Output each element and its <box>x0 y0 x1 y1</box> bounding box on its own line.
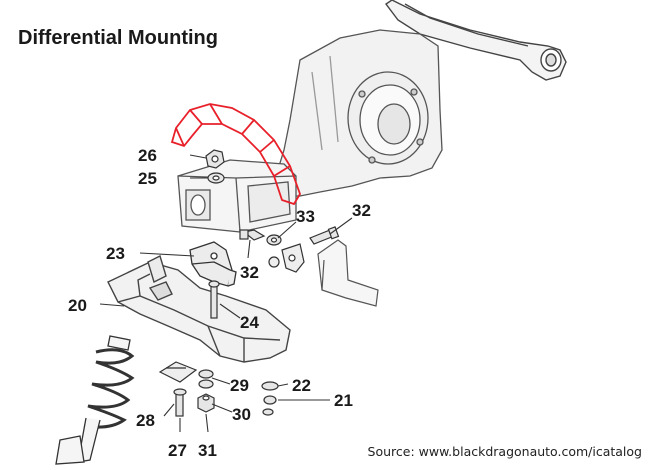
bracket-23 <box>189 241 237 287</box>
nut-30 <box>197 393 215 413</box>
washer-33 <box>266 234 282 246</box>
washer-25 <box>207 172 225 184</box>
side-plate <box>317 239 379 307</box>
upper-arm <box>384 0 567 81</box>
bolt-32-lower <box>239 229 266 241</box>
callout-31: 31 <box>198 441 217 460</box>
bolt-24 <box>208 280 220 319</box>
callout-27: 27 <box>168 441 187 460</box>
leader-lines <box>99 154 353 433</box>
diagram-title: Differential Mounting <box>18 27 218 49</box>
crossmember-20 <box>107 255 291 363</box>
washers-21-22 <box>261 381 279 416</box>
source-credit: Source: www.blackdragonauto.com/icatalog <box>365 444 644 459</box>
bolt-28 <box>173 388 187 417</box>
callout-30: 30 <box>232 405 251 424</box>
nut-26 <box>205 149 225 169</box>
callout-23: 23 <box>106 244 125 263</box>
callout-32-upper: 32 <box>352 201 371 220</box>
callout-26: 26 <box>138 146 157 165</box>
callout-32-lower: 32 <box>240 263 259 282</box>
callout-33: 33 <box>296 207 315 226</box>
callout-labels: 26 25 33 32 23 32 20 24 29 22 21 28 30 2… <box>68 146 371 460</box>
callout-20: 20 <box>68 296 87 315</box>
callout-25: 25 <box>138 169 157 188</box>
callout-22: 22 <box>292 376 311 395</box>
bushing-clip <box>268 243 305 273</box>
mount-pad <box>158 361 198 383</box>
callout-28: 28 <box>136 411 155 430</box>
callout-29: 29 <box>230 376 249 395</box>
differential-housing <box>275 29 443 197</box>
coil-spring <box>55 335 135 465</box>
callout-21: 21 <box>334 391 353 410</box>
housing-front-block <box>177 159 297 233</box>
callout-24: 24 <box>240 313 259 332</box>
highlighted-strap <box>170 103 301 206</box>
bolt-32-upper <box>309 226 340 245</box>
washer-29 <box>198 369 214 389</box>
